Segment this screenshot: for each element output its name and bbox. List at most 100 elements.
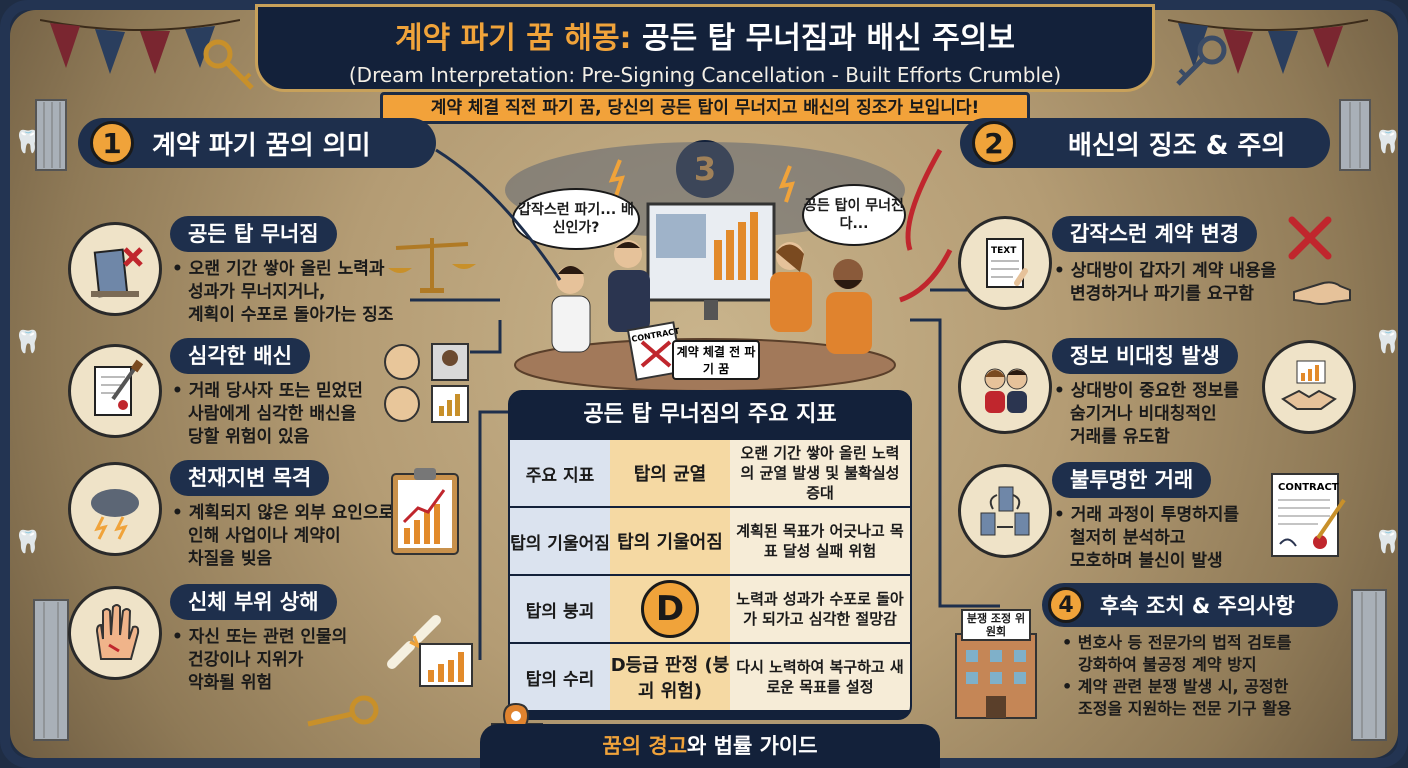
desc-line: • 변호사 등 전문가의 법적 검토를: [1062, 633, 1292, 652]
right-item-3-desc: • 거래 과정이 투명하지를 철저히 분석하고 모호하며 불신이 발생: [1054, 504, 1274, 573]
title-rest: 공든 탑 무너짐과 배신 주의보: [631, 21, 1015, 56]
desc-line: 당할 위험이 있음: [188, 427, 310, 447]
two-people-icon: [958, 340, 1052, 434]
red-x-icon: [1288, 216, 1332, 260]
grade-d-badge: D: [641, 580, 699, 638]
desc-line: • 거래 당사자 또는 믿었던: [172, 381, 363, 401]
key-icon: [307, 695, 379, 727]
right-item-2-label: 정보 비대칭 발생: [1052, 338, 1238, 374]
table-row: 주요 지표 탑의 균열 오랜 기간 쌓아 올린 노력의 균열 발생 및 불확실성…: [510, 438, 910, 506]
footer-rest: 와 법률 가이드: [687, 734, 818, 758]
warning-banner: 계약 체결 직전 파기 꿈, 당신의 공든 탑이 무너지고 배신의 징조가 보입…: [380, 92, 1030, 124]
desc-line: 계획이 수포로 돌아가는 징조: [188, 305, 394, 325]
collapsed-building-icon: [68, 222, 162, 316]
tooth-icon: 🦷: [1374, 530, 1402, 555]
tooth-icon: 🦷: [14, 530, 42, 555]
broken-pillar-icon: [33, 599, 69, 741]
page-subtitle: (Dream Interpretation: Pre-Signing Cance…: [348, 63, 1062, 87]
desc-line: • 상대방이 갑자기 계약 내용을: [1054, 261, 1277, 281]
table-cell: 탑의 기울어짐: [510, 508, 610, 574]
table-cell: 탑의 붕괴: [510, 576, 610, 642]
desc-line: 사람에게 심각한 배신을: [188, 404, 357, 424]
table-row: 탑의 수리 D등급 판정 (붕괴 위험) 다시 노력하여 복구하고 새로운 목표…: [510, 642, 910, 710]
desc-line: 차질을 빚음: [188, 549, 273, 569]
signed-contract-icon: CONTRACT: [1271, 473, 1346, 557]
tooth-icon: 🦷: [14, 330, 42, 355]
footer-highlight: 꿈의 경고: [602, 734, 688, 758]
table-cell: 탑의 균열: [610, 440, 730, 506]
desc-line: 철저히 분석하고: [1070, 528, 1186, 548]
scales-icon: [388, 238, 476, 293]
followup-desc: • 변호사 등 전문가의 법적 검토를 강화하여 불공정 계약 방지 • 계약 …: [1062, 632, 1352, 720]
text-doc-label: TEXT: [991, 246, 1017, 256]
table-cell: 계획된 목표가 어긋나고 목표 달성 실패 위험: [730, 508, 910, 574]
handshake-chart-icon: [1262, 340, 1356, 434]
table-cell: D: [610, 576, 730, 642]
left-item-4-label: 신체 부위 상해: [170, 584, 337, 620]
page-title: 계약 파기 꿈 해몽: 공든 탑 무너짐과 배신 주의보: [258, 13, 1152, 57]
scene-caption: 계약 체결 전 파기 꿈: [672, 340, 760, 380]
desc-line: • 거래 과정이 투명하지를: [1054, 505, 1240, 525]
table-title: 공든 탑 무너짐의 주요 지표: [583, 402, 837, 427]
key-icon: [1176, 35, 1227, 86]
line-chart-icon: [419, 643, 473, 687]
right-item-2-desc: • 상대방이 중요한 정보를 숨기거나 비대칭적인 거래를 유도함: [1054, 380, 1274, 449]
right-item-1-desc: • 상대방이 갑자기 계약 내용을 변경하거나 파기를 요구함: [1054, 260, 1304, 306]
desc-line: • 계획되지 않은 외부 요인으로: [172, 503, 395, 523]
storm-cloud-icon: [68, 462, 162, 556]
mediation-sign: 분쟁 조정 위원회: [966, 612, 1026, 638]
table-cell: 탑의 수리: [510, 644, 610, 710]
right-item-1-label: 갑작스런 계약 변경: [1052, 216, 1258, 252]
clipboard-chart-icon: [391, 468, 459, 555]
table-cell: 다시 노력하여 복구하고 새로운 목표를 설정: [730, 644, 910, 710]
title-highlight: 계약 파기 꿈 해몽:: [395, 21, 632, 56]
section-number-badge: 4: [1048, 587, 1084, 623]
left-item-2-desc: • 거래 당사자 또는 믿었던 사람에게 심각한 배신을 당할 위험이 있음: [172, 380, 392, 449]
desc-line: • 자신 또는 관련 인물의: [172, 627, 348, 647]
right-item-3-label: 불투명한 거래: [1052, 462, 1212, 498]
desc-line: 건강이나 지위가: [188, 650, 304, 670]
bunting-left-icon: [40, 19, 240, 74]
desc-line: 거래를 유도함: [1070, 427, 1170, 447]
desc-line: 인해 사업이나 계약이: [188, 526, 341, 546]
left-item-1-label: 공든 탑 무너짐: [170, 216, 337, 252]
bottom-footer: 꿈의 경고와 법률 가이드: [480, 724, 940, 768]
section-number-badge: 1: [90, 121, 134, 165]
bunting-right-icon: [1168, 19, 1368, 74]
desc-line: 강화하여 불공정 계약 방지: [1078, 655, 1257, 674]
tooth-icon: 🦷: [1374, 330, 1402, 355]
section-number-badge: 2: [972, 121, 1016, 165]
left-item-2-label: 심각한 배신: [170, 338, 310, 374]
mediation-building-icon: [955, 609, 1037, 719]
section-2-header: 2 배신의 징조 & 주의: [960, 118, 1330, 168]
stabbed-contract-icon: [68, 344, 162, 438]
people-avatars-icon: [384, 343, 469, 423]
broken-pillar-icon: [1351, 589, 1387, 741]
table-cell: D등급 판정 (붕괴 위험): [610, 644, 730, 710]
desc-line: • 계약 관련 분쟁 발생 시, 공정한: [1062, 677, 1289, 696]
speech-bubble-right: 공든 탑이 무너진다...: [802, 184, 906, 246]
table-cell: 주요 지표: [510, 440, 610, 506]
section-1-header: 1 계약 파기 꿈의 의미: [78, 118, 436, 168]
left-item-4-desc: • 자신 또는 관련 인물의 건강이나 지위가 악화될 위험: [172, 626, 392, 695]
table-row: 탑의 기울어짐 탑의 기울어짐 계획된 목표가 어긋나고 목표 달성 실패 위험: [510, 506, 910, 574]
broken-pillar-icon: [1339, 99, 1371, 171]
desc-line: 성과가 무너지거나,: [188, 282, 326, 302]
table-cell: 오랜 기간 쌓아 올린 노력의 균열 발생 및 불확실성 증대: [730, 440, 910, 506]
desc-line: • 상대방이 중요한 정보를: [1054, 381, 1240, 401]
desc-line: 변경하거나 파기를 요구함: [1070, 284, 1254, 304]
key-icon: [203, 39, 254, 90]
desc-line: 숨기거나 비대칭적인: [1070, 404, 1217, 424]
tooth-icon: 🦷: [1374, 130, 1402, 155]
desc-line: 조정을 지원하는 전문 기구 활용: [1078, 699, 1292, 718]
desc-line: 악화될 위험: [188, 673, 273, 693]
section-title: 계약 파기 꿈의 의미: [152, 130, 371, 161]
desc-line: • 오랜 기간 쌓아 올린 노력과: [172, 259, 385, 279]
injured-hand-icon: [68, 586, 162, 680]
right-contract-text: CONTRACT: [1278, 482, 1339, 493]
buildings-transfer-icon: [958, 464, 1052, 558]
indicator-table: 공든 탑 무너짐의 주요 지표 주요 지표 탑의 균열 오랜 기간 쌓아 올린 …: [508, 390, 912, 720]
speech-bubble-left: 갑작스런 파기... 배신인가?: [512, 188, 640, 250]
table-row: 탑의 붕괴 D 노력과 성과가 수포로 돌아가 되가고 심각한 절망감: [510, 574, 910, 642]
text-document-icon: TEXT: [958, 216, 1052, 310]
